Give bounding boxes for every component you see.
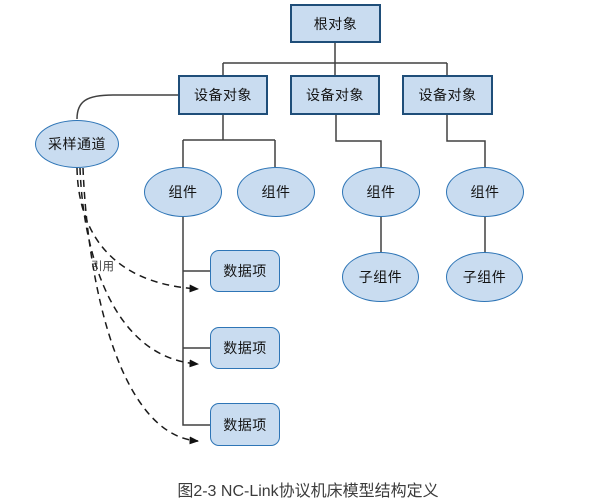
node-data-item-2: 数据项 xyxy=(210,327,280,369)
node-device-object-3: 设备对象 xyxy=(402,75,493,115)
node-device-object-2: 设备对象 xyxy=(290,75,380,115)
edge-device3-to-component xyxy=(446,115,486,167)
edge-device2-to-component xyxy=(335,115,382,167)
node-component-1: 组件 xyxy=(144,167,222,217)
node-device-object-1: 设备对象 xyxy=(178,75,268,115)
node-component-3: 组件 xyxy=(342,167,420,217)
node-sampling-channel: 采样通道 xyxy=(35,120,119,168)
reference-edge-data-item2 xyxy=(79,167,199,368)
reference-edge-label: 引用 xyxy=(91,261,114,273)
node-root-object: 根对象 xyxy=(290,4,381,43)
reference-edge-data-item1 xyxy=(76,167,199,293)
edge-component1-to-data-items xyxy=(182,217,212,426)
node-data-item-1: 数据项 xyxy=(210,250,280,292)
node-component-2: 组件 xyxy=(237,167,315,217)
node-subcomponent-1: 子组件 xyxy=(342,252,419,302)
edge-device1-to-components xyxy=(182,115,276,167)
node-component-4: 组件 xyxy=(446,167,524,217)
reference-edge-data-item3 xyxy=(82,167,199,445)
reference-edges xyxy=(76,167,199,445)
edge-root-to-devices xyxy=(222,43,448,75)
edge-device1-to-sampling-channel xyxy=(76,94,178,120)
node-data-item-3: 数据项 xyxy=(210,403,280,446)
figure-caption: 图2-3 NC-Link协议机床模型结构定义 xyxy=(177,483,439,500)
node-subcomponent-2: 子组件 xyxy=(446,252,523,302)
tree-edges xyxy=(76,43,486,426)
